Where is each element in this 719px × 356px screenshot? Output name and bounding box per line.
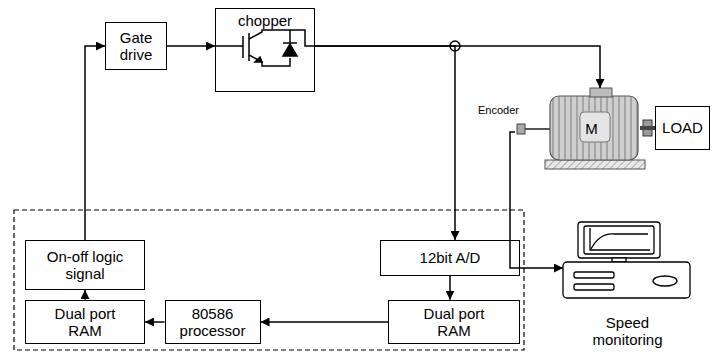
node-text: Dual port RAM bbox=[45, 305, 125, 340]
signal-arrow bbox=[84, 290, 86, 300]
node-text: chopper bbox=[238, 12, 292, 29]
node-text: On-off logic signal bbox=[42, 248, 128, 283]
node-text: Dual port RAM bbox=[414, 305, 494, 340]
signal-arrow bbox=[315, 46, 455, 240]
signal-arrow bbox=[261, 321, 389, 323]
memory-box: Dual port RAM bbox=[25, 300, 145, 345]
node-text: 12bit A/D bbox=[420, 249, 481, 266]
controller-boundary bbox=[14, 210, 524, 350]
shaft-line bbox=[640, 126, 655, 130]
processor-box: 80586 processor bbox=[165, 300, 261, 345]
signal-arrow bbox=[145, 321, 165, 323]
computer-icon bbox=[563, 222, 690, 298]
signal-arrow bbox=[315, 46, 600, 88]
signal-arrow bbox=[85, 46, 105, 240]
process-box: Gate drive bbox=[105, 22, 167, 70]
node-text: LOAD bbox=[662, 119, 703, 136]
converter-box: 12bit A/D bbox=[380, 240, 520, 276]
node-text: Gate drive bbox=[114, 29, 158, 64]
signal-arrow bbox=[449, 276, 451, 300]
node-text: M bbox=[585, 120, 598, 137]
node-text: 80586 processor bbox=[172, 305, 254, 340]
process-box: On-off logic signal bbox=[25, 240, 145, 290]
part-name: Encoder bbox=[478, 104, 519, 116]
chopper-box: chopper bbox=[215, 8, 315, 92]
load-box: LOAD bbox=[655, 106, 710, 150]
speed-monitor: Speed monitoring bbox=[560, 218, 695, 348]
signal-arrow bbox=[510, 132, 563, 268]
motor: M bbox=[515, 88, 640, 170]
motor-illustration bbox=[517, 88, 652, 169]
memory-box: Dual port RAM bbox=[388, 300, 520, 345]
signal-arrow bbox=[167, 45, 215, 47]
igbt-symbol bbox=[215, 30, 315, 66]
node-text: Speed monitoring bbox=[580, 314, 675, 349]
